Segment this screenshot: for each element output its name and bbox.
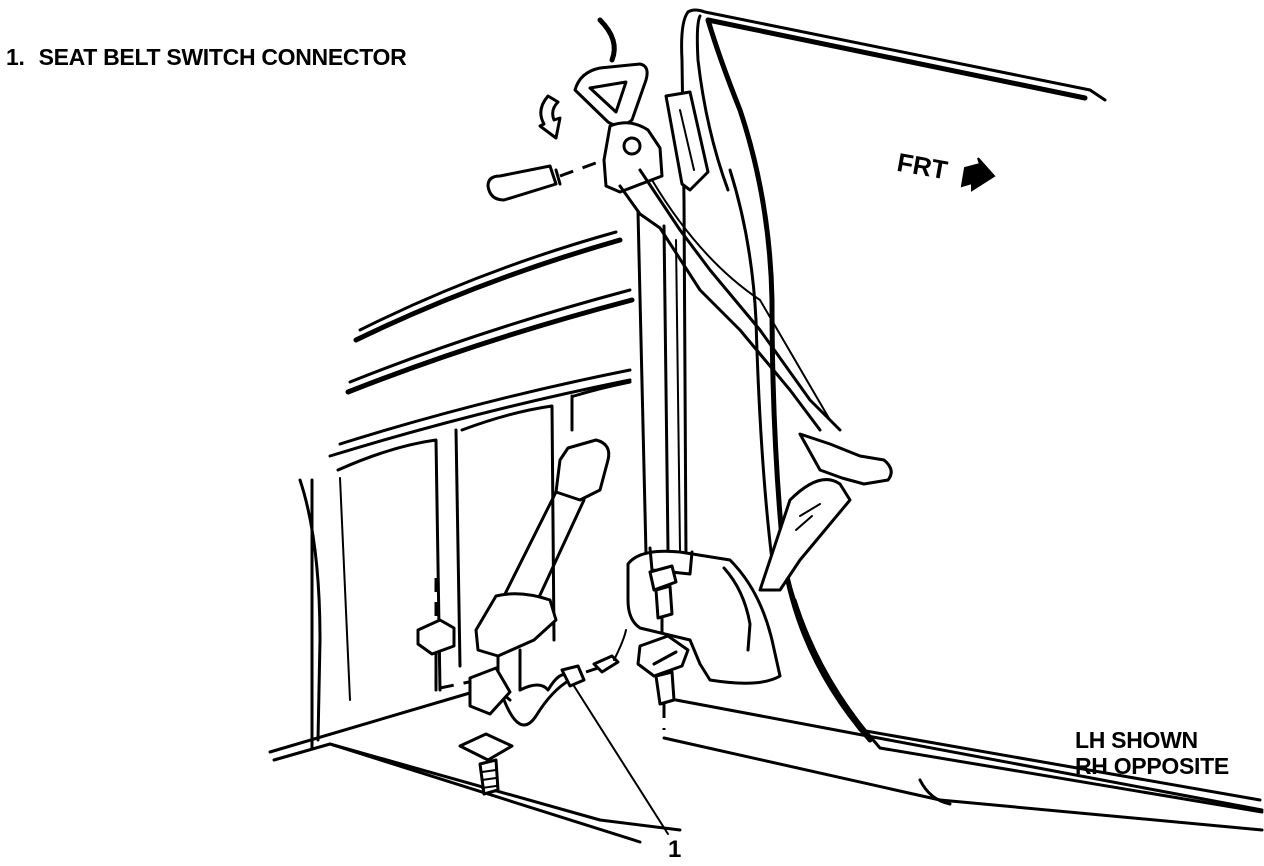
note-line-2: RH OPPOSITE: [1075, 753, 1229, 779]
legend-label: SEAT BELT SWITCH CONNECTOR: [38, 44, 407, 70]
lower-belt-latch: [758, 432, 893, 592]
orientation-note: LH SHOWN RH OPPOSITE: [1075, 727, 1229, 779]
note-line-1: LH SHOWN: [1075, 727, 1198, 753]
anchor-bolt: [486, 158, 605, 202]
rotation-arrow-icon: [538, 94, 562, 140]
lower-right-fasteners: [636, 564, 690, 730]
buckle-stalk: [474, 438, 611, 702]
callout-1-leader: [573, 685, 669, 835]
lower-left-fasteners: [416, 578, 514, 796]
side-wall-panels: [268, 230, 682, 844]
legend-item-1: 1. SEAT BELT SWITCH CONNECTOR: [6, 44, 407, 71]
arrow-right-icon: [960, 157, 996, 192]
legend-number: 1.: [6, 44, 25, 70]
switch-harness: [502, 629, 627, 727]
upper-belt-anchor: [573, 62, 842, 432]
belt-guide: [664, 90, 710, 192]
callout-1-label: 1: [668, 836, 682, 863]
pillar-trim: [626, 210, 782, 685]
door-frame: [597, 8, 1264, 832]
